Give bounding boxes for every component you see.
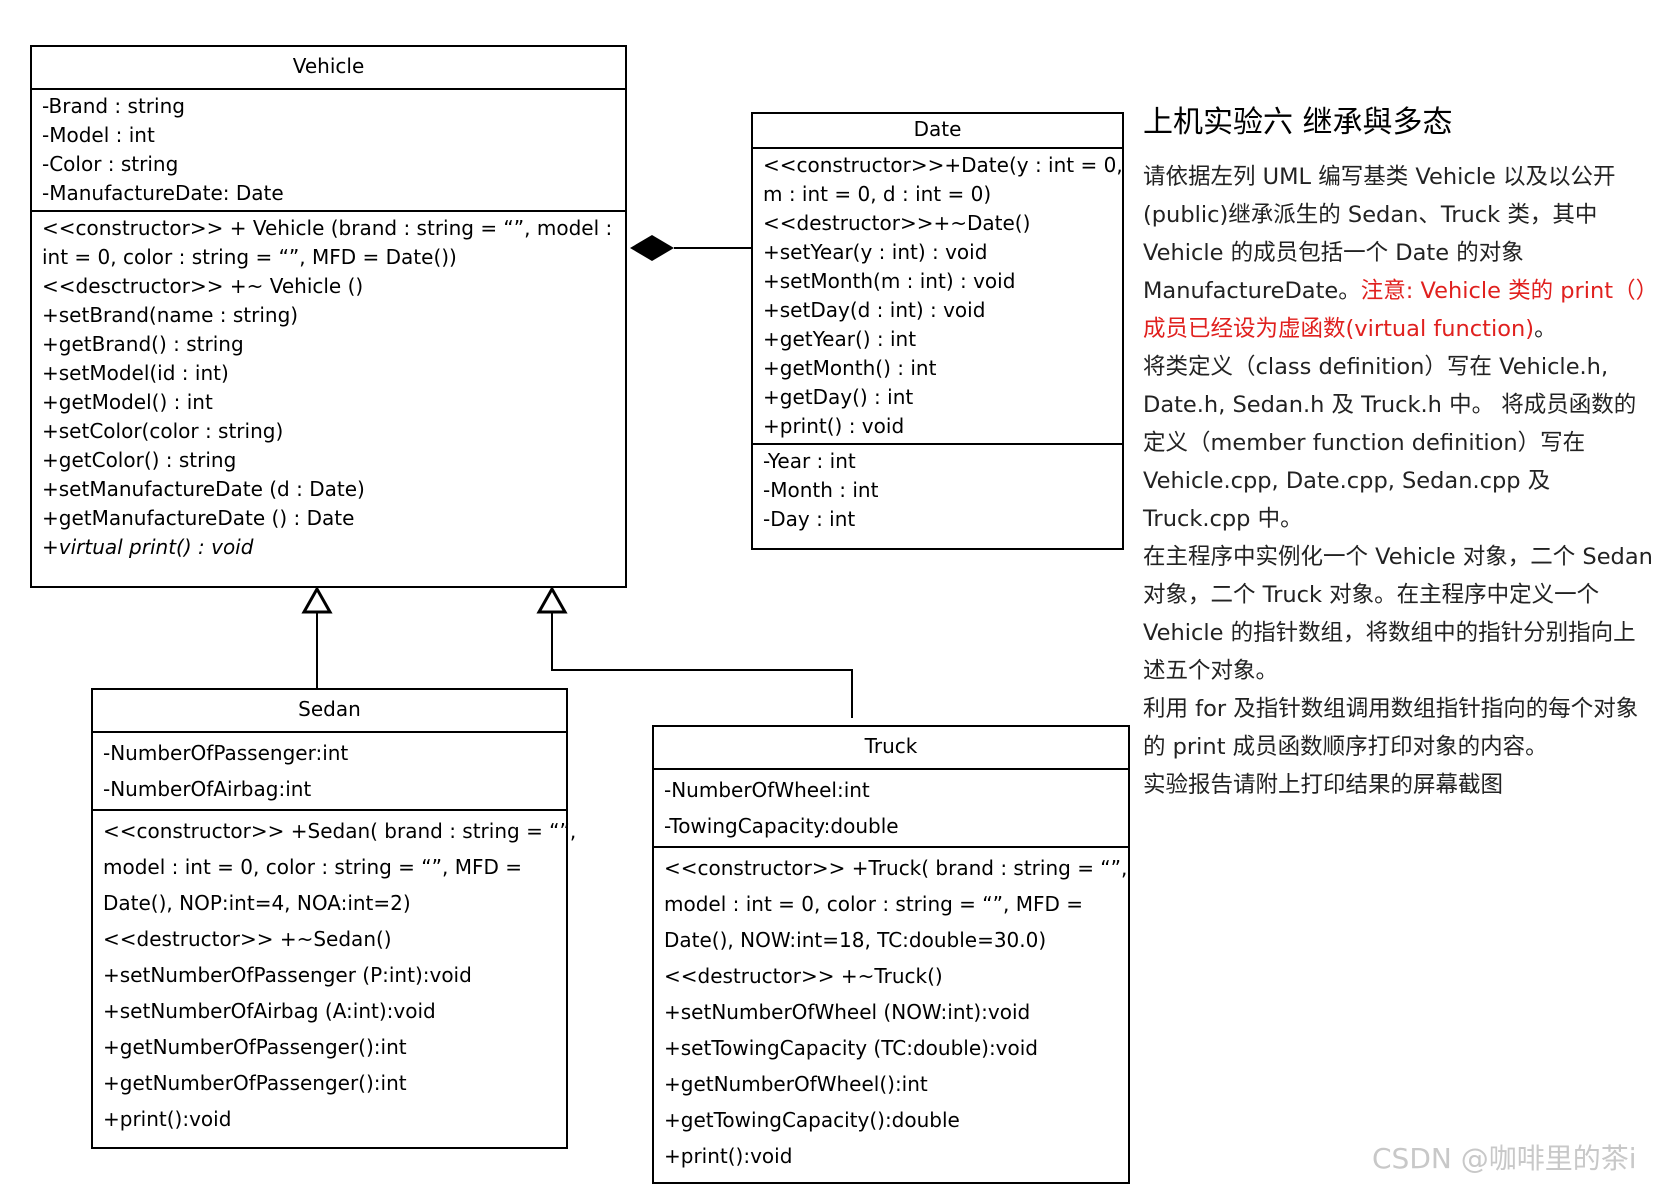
date-class-box: Date <<constructor>>+Date(y : int = 0, m…	[751, 112, 1124, 550]
method: Date(), NOW:int=18, TC:double=30.0)	[664, 928, 1047, 952]
attribute: -Year : int	[763, 449, 856, 473]
method: model : int = 0, color : string = “”, MF…	[103, 855, 523, 879]
class-name: Truck	[654, 727, 1128, 770]
method: +setNumberOfAirbag (A:int):void	[103, 999, 436, 1023]
method: +print():void	[103, 1107, 232, 1131]
description-paragraph-1: 请依据左列 UML 编写基类 Vehicle 以及以公开(public)继承派生…	[1143, 158, 1658, 348]
method: m : int = 0, d : int = 0)	[763, 182, 992, 206]
method: <<constructor>> +Truck( brand : string =…	[664, 856, 1128, 880]
method: +getYear() : int	[763, 327, 917, 351]
truck-inheritance-arrow	[536, 585, 568, 614]
method: +getDay() : int	[763, 385, 914, 409]
method: +getModel() : int	[42, 390, 213, 414]
method: +getNumberOfPassenger():int	[103, 1071, 407, 1095]
method: Date(), NOP:int=4, NOA:int=2)	[103, 891, 411, 915]
attribute: -Month : int	[763, 478, 879, 502]
class-name: Date	[753, 114, 1122, 149]
methods-section: <<constructor>> +Truck( brand : string =…	[654, 846, 1128, 1176]
method: +getNumberOfPassenger():int	[103, 1035, 407, 1059]
attribute: -NumberOfWheel:int	[664, 778, 870, 802]
method: +print():void	[664, 1144, 793, 1168]
assignment-heading: 上机实验六 继承與多态	[1143, 105, 1453, 140]
method: +setNumberOfPassenger (P:int):void	[103, 963, 472, 987]
description-paragraph-4: 利用 for 及指针数组调用数组指针指向的每个对象的 print 成员函数顺序打…	[1143, 696, 1639, 760]
attribute: -NumberOfPassenger:int	[103, 741, 349, 765]
method: +setTowingCapacity (TC:double):void	[664, 1036, 1039, 1060]
method: +setManufactureDate (d : Date)	[42, 477, 365, 501]
vehicle-class-box: Vehicle -Brand : string -Model : int -Co…	[30, 45, 627, 588]
paragraph-text: 请依据左列 UML 编写基类 Vehicle 以及以公开(public)继承派生…	[1143, 164, 1616, 304]
method: +setDay(d : int) : void	[763, 298, 986, 322]
method: +print() : void	[763, 414, 905, 438]
method: +getNumberOfWheel():int	[664, 1072, 928, 1096]
virtual-method: +virtual print() : void	[42, 535, 254, 559]
watermark: CSDN @咖啡里的茶i	[1372, 1142, 1637, 1175]
description-paragraph-3: 在主程序中实例化一个 Vehicle 对象，二个 Sedan 对象，二个 Tru…	[1143, 544, 1653, 684]
attributes-section: -NumberOfPassenger:int -NumberOfAirbag:i…	[93, 733, 566, 809]
methods-section: <<constructor>> + Vehicle (brand : strin…	[32, 210, 625, 564]
description-paragraph-5: 实验报告请附上打印结果的屏幕截图	[1143, 772, 1504, 798]
method: <<constructor>>+Date(y : int = 0,	[763, 153, 1123, 177]
method: +setColor(color : string)	[42, 419, 284, 443]
sedan-inheritance-arrow	[301, 585, 333, 614]
attributes-section: -NumberOfWheel:int -TowingCapacity:doubl…	[654, 770, 1128, 846]
method: int = 0, color : string = “”, MFD = Date…	[42, 245, 457, 269]
virtual-function-note: 注意: Vehicle 类的 print（）成员已经设为虚函数(virtual …	[1143, 278, 1647, 342]
description-paragraph-2: 将类定义（class definition）写在 Vehicle.h, Date…	[1143, 354, 1637, 532]
method: +getManufactureDate () : Date	[42, 506, 355, 530]
paragraph-text: 。	[1534, 316, 1557, 342]
method: <<destructor>> +~Sedan()	[103, 927, 392, 951]
attribute: -NumberOfAirbag:int	[103, 777, 312, 801]
method: model : int = 0, color : string = “”, MF…	[664, 892, 1084, 916]
method: +setMonth(m : int) : void	[763, 269, 1016, 293]
method: <<destructor>>+~Date()	[763, 211, 1031, 235]
method: +setBrand(name : string)	[42, 303, 299, 327]
attribute: -Model : int	[42, 123, 155, 147]
method: +setYear(y : int) : void	[763, 240, 988, 264]
attribute: -Day : int	[763, 507, 856, 531]
attributes-section: -Year : int -Month : int -Day : int	[753, 443, 1122, 536]
truck-class-box: Truck -NumberOfWheel:int -TowingCapacity…	[652, 725, 1130, 1184]
method: +getBrand() : string	[42, 332, 244, 356]
method: <<constructor>> +Sedan( brand : string =…	[103, 819, 577, 843]
method: +getTowingCapacity():double	[664, 1108, 960, 1132]
method: +getMonth() : int	[763, 356, 937, 380]
methods-section: <<constructor>>+Date(y : int = 0, m : in…	[753, 149, 1123, 443]
attribute: -TowingCapacity:double	[664, 814, 899, 838]
attribute: -Color : string	[42, 152, 179, 176]
attributes-section: -Brand : string -Model : int -Color : st…	[32, 90, 625, 210]
methods-section: <<constructor>> +Sedan( brand : string =…	[93, 809, 577, 1139]
class-name: Sedan	[93, 690, 566, 733]
attribute: -ManufactureDate: Date	[42, 181, 284, 205]
truck-inheritance-line	[551, 612, 853, 718]
method: +setModel(id : int)	[42, 361, 229, 385]
class-name: Vehicle	[32, 47, 625, 90]
method: <<desctructor>> +~ Vehicle ()	[42, 274, 364, 298]
sedan-class-box: Sedan -NumberOfPassenger:int -NumberOfAi…	[91, 688, 577, 1149]
method: <<destructor>> +~Truck()	[664, 964, 943, 988]
assignment-description: 上机实验六 继承與多态 请依据左列 UML 编写基类 Vehicle 以及以公开…	[1143, 100, 1658, 804]
method: +getColor() : string	[42, 448, 237, 472]
attribute: -Brand : string	[42, 94, 185, 118]
method: +setNumberOfWheel (NOW:int):void	[664, 1000, 1031, 1024]
method: <<constructor>> + Vehicle (brand : strin…	[42, 216, 613, 240]
composition-diamond	[630, 235, 674, 261]
